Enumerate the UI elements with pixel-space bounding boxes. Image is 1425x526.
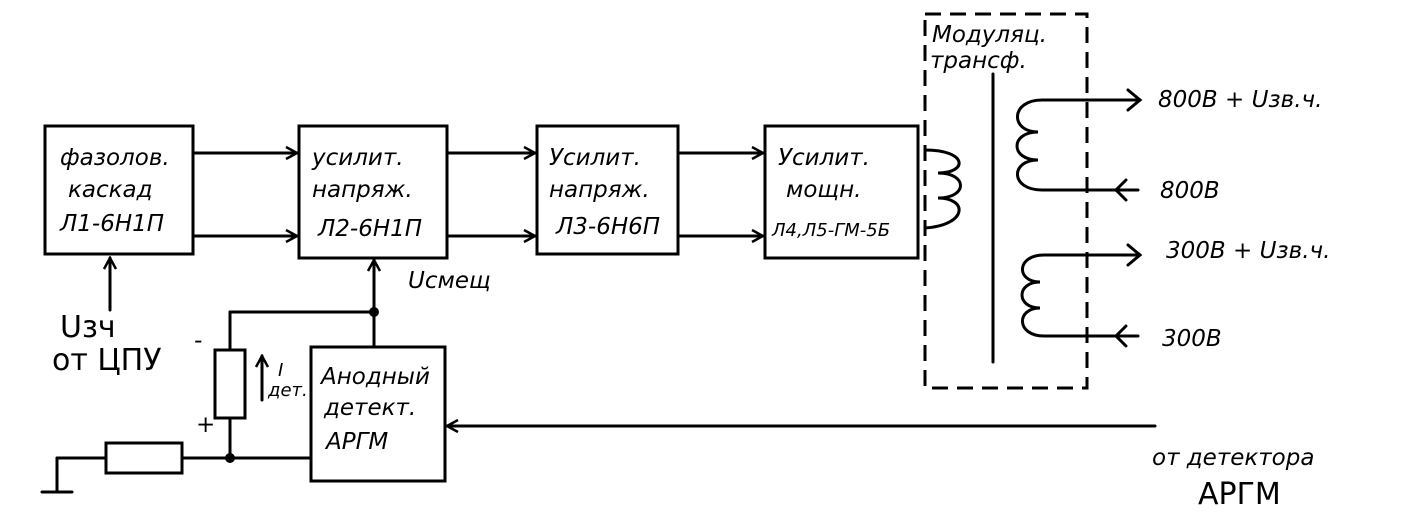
amp2-line-1: Усилит.: [549, 145, 641, 171]
phase-line-3: Л1-6Н1П: [59, 211, 164, 237]
minus-label: -: [194, 328, 202, 354]
secondary-coil-300: [1020, 253, 1142, 338]
voltage-amplifier-1-block: усилит. напряж. Л2-6Н1П: [297, 124, 449, 260]
power-line-3: Л4,Л5-ГМ-5Б: [771, 220, 890, 241]
amp2-line-2: напряж.: [549, 177, 650, 203]
series-resistor: [104, 441, 184, 475]
amp1-line-1: усилит.: [311, 145, 404, 171]
transformer-line-1: Модуляц.: [932, 22, 1047, 48]
argm-label: АРГМ: [1198, 477, 1281, 512]
plus-label: +: [196, 412, 215, 438]
current-label: I: [278, 360, 283, 381]
amp1-line-3: Л2-6Н1П: [317, 216, 422, 242]
phase-line-2: каскад: [68, 177, 153, 203]
transformer-line-2: трансф.: [930, 48, 1027, 74]
detector-line-2: детект.: [323, 395, 416, 421]
output-800-mod-label: 800В + Uзв.ч.: [1158, 87, 1322, 113]
modulation-transformer: Модуляц. трансф.: [923, 12, 1143, 390]
detector-line-3: АРГМ: [324, 429, 388, 455]
primary-coil: [923, 148, 962, 230]
phase-inverter-block: фазолов. каскад Л1-6Н1П: [43, 124, 195, 256]
secondary-coil-800: [1015, 98, 1142, 192]
amp2-line-3: Л3-6Н6П: [555, 214, 660, 240]
signal-arrows: [191, 153, 763, 236]
bias-junction: [369, 307, 379, 317]
bias-label: Uсмещ: [408, 268, 491, 294]
output-300-mod-label: 300В + Uзв.ч.: [1166, 238, 1330, 264]
output-800-label: 800В: [1160, 178, 1220, 204]
power-line-1: Усилит.: [778, 145, 870, 171]
output-300-label: 300В: [1162, 326, 1222, 352]
power-line-2: мощн.: [786, 177, 861, 203]
from-detector-label: от детектора: [1152, 445, 1314, 471]
detector-load-resistor: [213, 348, 247, 420]
detector-line-1: Анодный: [319, 364, 430, 390]
current-sub-label: дет.: [267, 380, 308, 401]
power-amplifier-block: Усилит. мощн. Л4,Л5-ГМ-5Б: [763, 124, 920, 260]
input-voltage-label: Uзч: [60, 310, 116, 345]
anode-detector-block: Анодный детект. АРГМ: [309, 345, 447, 483]
phase-line-1: фазолов.: [60, 145, 170, 171]
voltage-amplifier-2-block: Усилит. напряж. Л3-6Н6П: [535, 124, 680, 256]
input-source-label: от ЦПУ: [52, 343, 162, 378]
bias-network: I дет. - + Uсмещ: [40, 260, 491, 494]
amp1-line-2: напряж.: [312, 177, 413, 203]
transformer-frame: [923, 12, 1089, 390]
